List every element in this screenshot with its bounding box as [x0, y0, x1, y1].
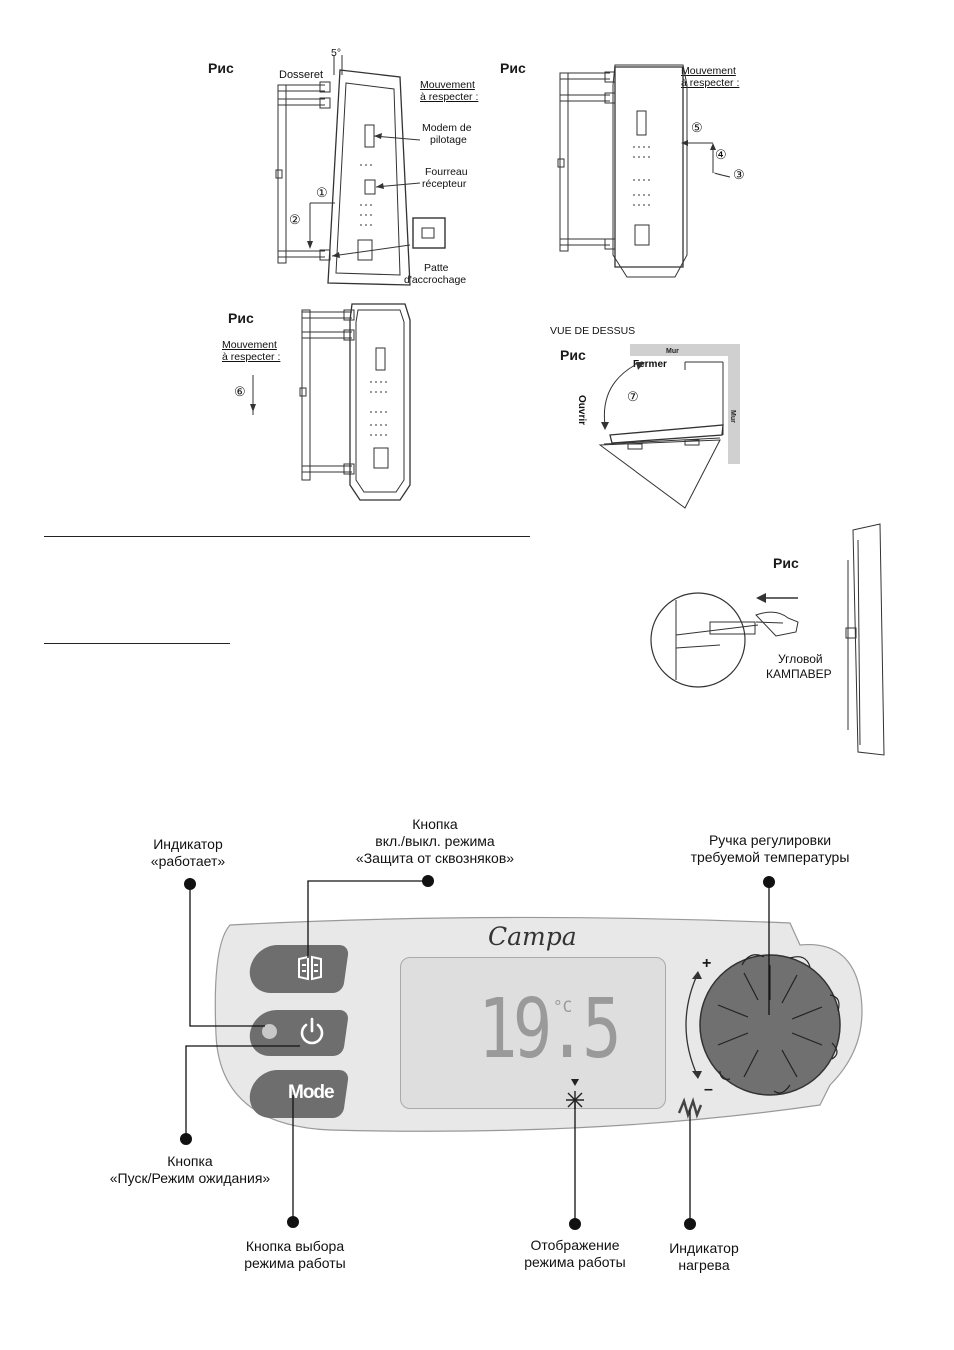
fig5-drawing: [650, 523, 885, 756]
label-temperature-knob-line2: требуемой температуры: [690, 849, 850, 865]
label-mode-display-line2: режима работы: [524, 1254, 626, 1270]
fig1-patte-line1: Patte: [424, 262, 449, 274]
fig4-drawing: Mur Mur: [598, 344, 740, 509]
fig1-fourreau-line1: Fourreau: [425, 166, 468, 178]
power-icon: [300, 1017, 324, 1045]
fig1-movement-line1: Mouvement: [420, 79, 475, 91]
fig4-view-label: VUE DE DESSUS: [550, 325, 636, 337]
fig1-step2: ②: [289, 212, 301, 227]
fig1-modem-line1: Modem de: [422, 122, 472, 134]
fig4-fermer: Fermer: [633, 359, 667, 370]
fig1-fourreau-line2: récepteur: [422, 178, 467, 190]
fig3-movement-line1: Mouvement: [222, 339, 277, 351]
fig5-corner-line1: Угловой: [778, 652, 823, 666]
fig2-movement-line1: Mouvement: [681, 65, 736, 77]
mode-button-label: Mode: [288, 1082, 335, 1103]
divider-line-2: [44, 643, 230, 644]
label-mode-select-line1: Кнопка выбора: [245, 1238, 345, 1254]
label-mode-select-line2: режима работы: [244, 1255, 346, 1271]
temperature-readout: 19.5: [478, 982, 622, 1077]
fig1-drawing: [275, 55, 446, 286]
fig4-mur-side: Mur: [729, 410, 736, 423]
label-draft-button-line3: «Защита от сквозняков»: [355, 850, 515, 866]
fig1-angle-label: 5°: [331, 47, 342, 59]
fig2-caption: Рис: [500, 60, 526, 76]
fig1-movement-line2: à respecter :: [420, 91, 479, 103]
label-heating-indicator-line1: Индикатор: [669, 1240, 739, 1256]
fig1-patte-line2: d'accrochage: [404, 274, 467, 286]
fig3-caption: Рис: [228, 310, 254, 326]
fig1-dosseret-label: Dosseret: [279, 69, 324, 81]
fig5-corner-line2: КАМПАВЕР: [766, 667, 832, 681]
label-running-indicator-line1: Индикатор: [153, 836, 223, 852]
running-indicator-led: [262, 1024, 277, 1039]
fig3-step6: ⑥: [234, 384, 246, 399]
label-draft-button-line1: Кнопка: [412, 816, 458, 832]
draft-icon: [298, 955, 322, 981]
knob-minus: –: [704, 1081, 713, 1098]
label-standby-button: Кнопка «Пуск/Режим ожидания»: [90, 1153, 290, 1187]
temperature-knob[interactable]: [672, 945, 852, 1105]
fig4-caption: Рис: [560, 347, 586, 363]
divider-line-1: [44, 536, 530, 537]
fig1-modem-line2: pilotage: [430, 134, 467, 146]
fig2-step4: ④: [715, 147, 727, 162]
label-running-indicator: Индикатор «работает»: [138, 836, 238, 870]
brand-logo: Campa: [488, 922, 577, 951]
fig1-step1: ①: [316, 185, 328, 200]
fig5-caption: Рис: [773, 555, 799, 571]
label-draft-button: Кнопка вкл./выкл. режима «Защита от скво…: [330, 816, 540, 867]
heating-indicator-icon: [677, 1097, 703, 1119]
fig2-step5: ⑤: [691, 120, 703, 135]
fig3-movement-line2: à respecter :: [222, 351, 281, 363]
temperature-unit: °C: [553, 997, 573, 1016]
label-standby-button-line1: Кнопка: [167, 1153, 213, 1169]
label-standby-button-line2: «Пуск/Режим ожидания»: [109, 1170, 271, 1186]
fig2-drawing: [557, 64, 731, 278]
fig4-mur-top: Mur: [666, 348, 679, 355]
mode-indicator-icon: [566, 1079, 584, 1109]
label-mode-display: Отображение режима работы: [505, 1237, 645, 1271]
fig4-step7: ⑦: [627, 389, 639, 404]
fig2-movement-line2: à respecter :: [681, 77, 740, 89]
fig1-caption: Рис: [208, 60, 234, 76]
label-heating-indicator-line2: нагрева: [678, 1257, 730, 1273]
fig4-ouvrir: Ouvrir: [576, 395, 587, 426]
label-temperature-knob: Ручка регулировки требуемой температуры: [660, 832, 880, 866]
fig3-drawing: [250, 303, 411, 501]
label-mode-select: Кнопка выбора режима работы: [225, 1238, 365, 1272]
label-mode-display-line1: Отображение: [530, 1237, 620, 1253]
label-draft-button-line2: вкл./выкл. режима: [375, 833, 495, 849]
lcd-display: [400, 957, 666, 1109]
label-running-indicator-line2: «работает»: [150, 853, 226, 869]
label-temperature-knob-line1: Ручка регулировки: [708, 832, 832, 848]
fig2-step3: ③: [733, 167, 745, 182]
label-heating-indicator: Индикатор нагрева: [644, 1240, 764, 1274]
knob-plus: +: [702, 955, 712, 972]
